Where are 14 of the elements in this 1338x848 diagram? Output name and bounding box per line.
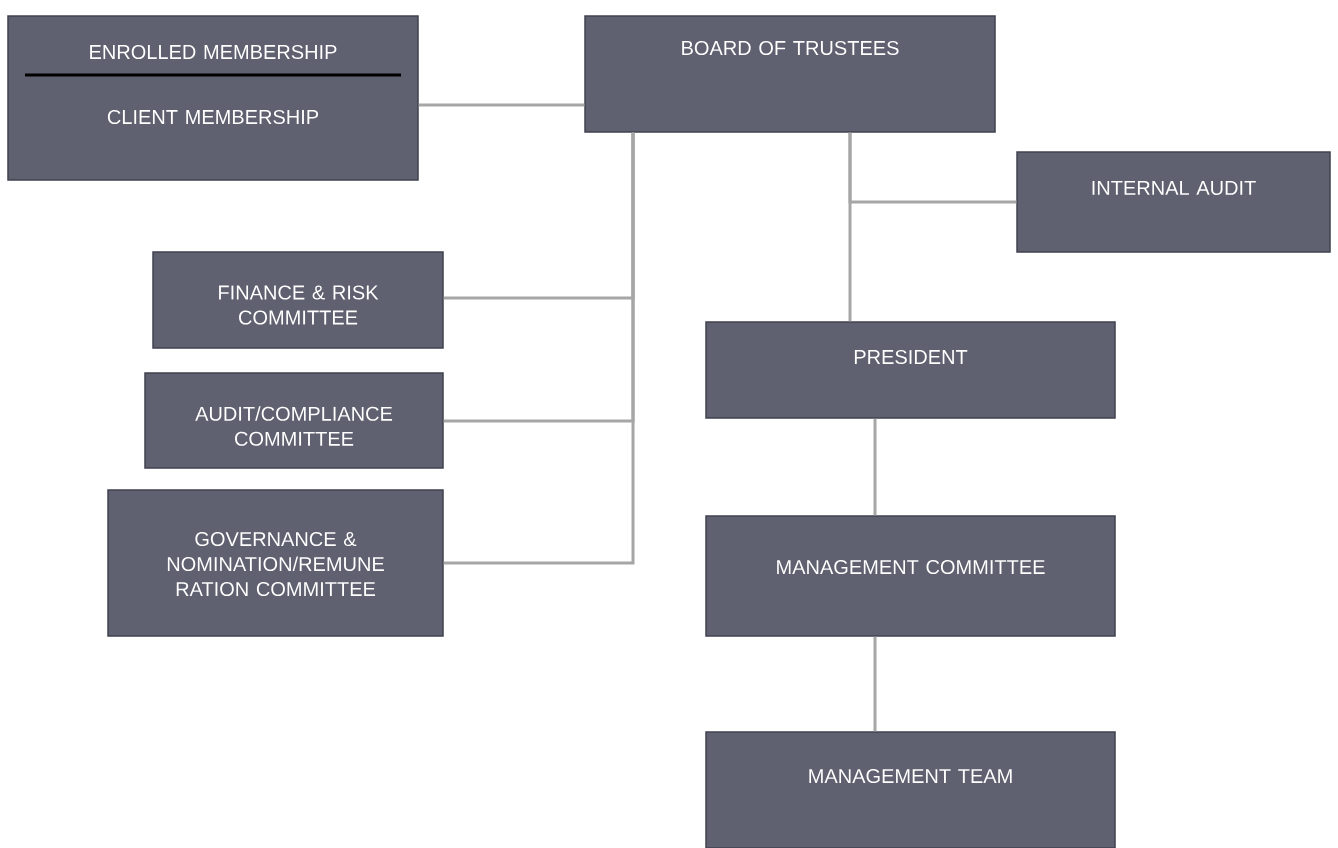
org-box: ENROLLED MEMBERSHIP CLIENT MEMBERSHIP — [7, 15, 419, 181]
org-box: INTERNAL AUDIT — [1016, 151, 1331, 253]
org-box: MANAGEMENT COMMITTEE — [705, 515, 1116, 637]
org-box: PRESIDENT — [705, 321, 1116, 419]
org-box: MANAGEMENT TEAM — [705, 731, 1116, 848]
connector-line — [418, 103, 585, 107]
connector-line — [848, 132, 852, 322]
org-box: BOARD OF TRUSTEES — [584, 15, 996, 133]
connector-line — [443, 132, 635, 565]
connector-line — [873, 418, 877, 516]
org-box: GOVERNANCE & NOMINATION/REMUNE RATION COMMITTEE — [107, 489, 444, 637]
org-box: FINANCE & RISK COMMITTEE — [152, 251, 444, 349]
org-box: AUDIT/COMPLIANCE COMMITTEE — [144, 372, 444, 469]
connector-line — [873, 636, 877, 732]
